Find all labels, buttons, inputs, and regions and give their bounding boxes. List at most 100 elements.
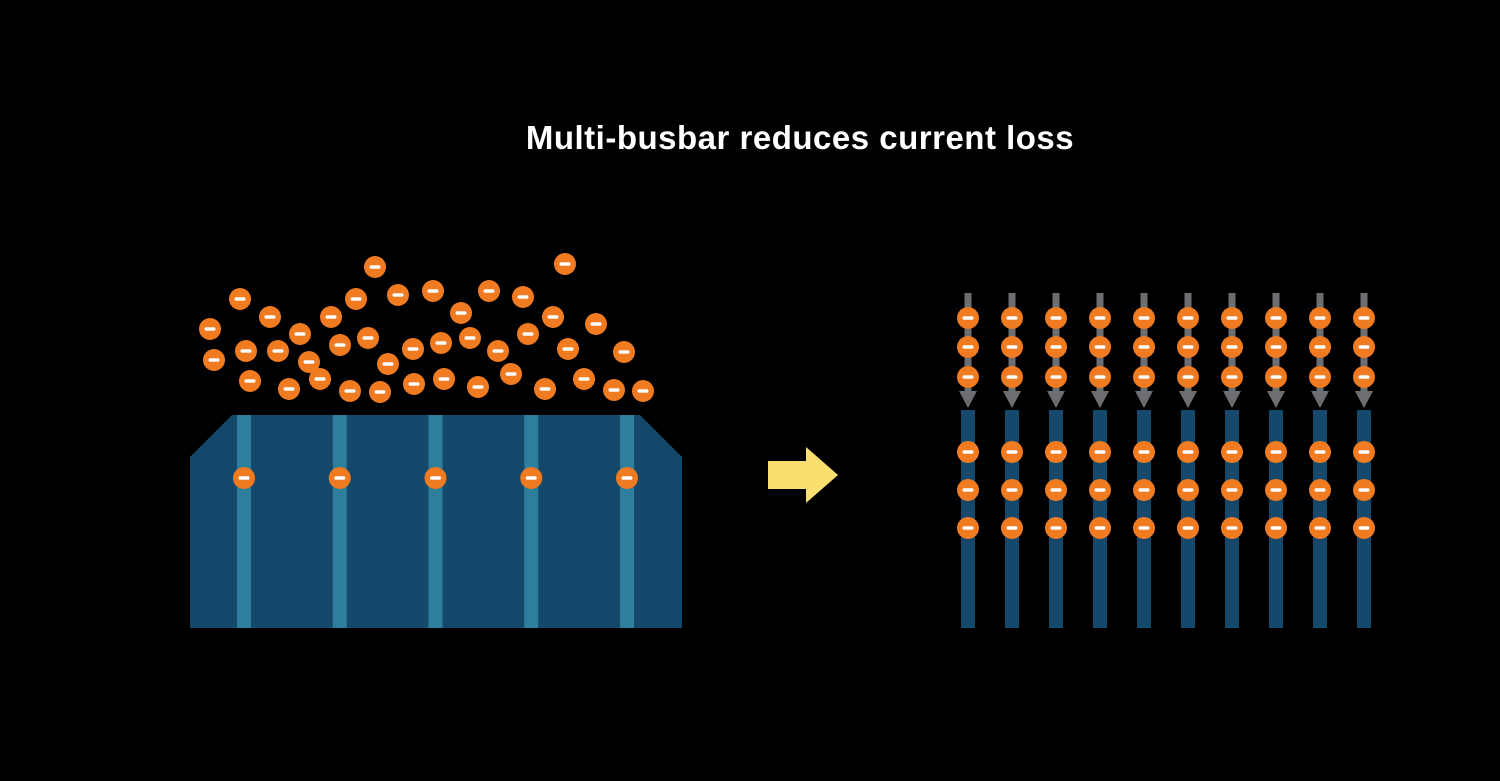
minus-glyph — [1094, 345, 1106, 349]
minus-glyph — [1050, 526, 1062, 530]
electron-icon — [957, 336, 979, 358]
minus-glyph — [492, 349, 504, 353]
minus-glyph — [1138, 526, 1150, 530]
minus-glyph — [1314, 526, 1326, 530]
electron-icon — [424, 467, 447, 489]
minus-glyph — [1182, 526, 1194, 530]
down-arrow-head-icon — [959, 391, 977, 408]
electron-icon — [1221, 441, 1243, 463]
busbar-stripe — [524, 415, 539, 628]
minus-glyph — [1094, 316, 1106, 320]
electron-icon — [1221, 517, 1243, 539]
electron-icon — [557, 338, 579, 360]
minus-glyph — [608, 388, 620, 392]
electron-icon — [1177, 366, 1199, 388]
electron-icon — [467, 376, 489, 398]
busbar-column — [957, 293, 979, 628]
minus-glyph — [407, 347, 419, 351]
minus-glyph — [1050, 375, 1062, 379]
electron-icon — [1001, 517, 1023, 539]
minus-glyph — [1270, 526, 1282, 530]
minus-glyph — [590, 322, 602, 326]
electron-icon — [1133, 517, 1155, 539]
minus-glyph — [240, 349, 252, 353]
minus-glyph — [1006, 488, 1018, 492]
minus-glyph — [303, 360, 315, 364]
minus-glyph — [1226, 316, 1238, 320]
minus-glyph — [1314, 488, 1326, 492]
electron-icon — [199, 318, 221, 340]
electron-icon — [377, 353, 399, 375]
busbar-column — [1265, 293, 1287, 628]
electron-icon — [430, 332, 452, 354]
minus-glyph — [234, 297, 246, 301]
minus-glyph — [962, 375, 974, 379]
electron-icon — [1133, 336, 1155, 358]
minus-glyph — [522, 332, 534, 336]
electron-icon — [1221, 479, 1243, 501]
electron-icon — [402, 338, 424, 360]
minus-glyph — [539, 387, 551, 391]
busbar-stripe — [620, 415, 634, 628]
electron-icon — [1265, 366, 1287, 388]
electron-icon — [1089, 479, 1111, 501]
minus-glyph — [238, 476, 250, 480]
electron-icon — [1133, 307, 1155, 329]
electron-icon — [1309, 366, 1331, 388]
minus-glyph — [334, 343, 346, 347]
electron-icon — [632, 380, 654, 402]
minus-glyph — [1226, 375, 1238, 379]
down-arrow-head-icon — [1047, 391, 1065, 408]
electron-icon — [603, 379, 625, 401]
minus-glyph — [517, 295, 529, 299]
electron-icon — [1221, 336, 1243, 358]
minus-glyph — [1050, 450, 1062, 454]
electron-icon — [1045, 366, 1067, 388]
minus-glyph — [1358, 375, 1370, 379]
minus-glyph — [1314, 375, 1326, 379]
minus-glyph — [1138, 450, 1150, 454]
minus-glyph — [618, 350, 630, 354]
minus-glyph — [334, 476, 346, 480]
electron-icon — [1089, 336, 1111, 358]
electron-icon — [1353, 366, 1375, 388]
minus-glyph — [1050, 488, 1062, 492]
minus-glyph — [1314, 450, 1326, 454]
electron-icon — [1177, 307, 1199, 329]
minus-glyph — [344, 389, 356, 393]
minus-glyph — [525, 476, 537, 480]
minus-glyph — [1270, 345, 1282, 349]
down-arrow-head-icon — [1135, 391, 1153, 408]
electron-icon — [239, 370, 261, 392]
electron-icon — [573, 368, 595, 390]
electron-icon — [1309, 479, 1331, 501]
minus-glyph — [325, 315, 337, 319]
electron-icon — [1309, 517, 1331, 539]
electron-icon — [1177, 336, 1199, 358]
minus-glyph — [1138, 375, 1150, 379]
minus-glyph — [1314, 345, 1326, 349]
minus-glyph — [962, 345, 974, 349]
minus-glyph — [1226, 450, 1238, 454]
electron-icon — [1001, 366, 1023, 388]
electron-icon — [339, 380, 361, 402]
electron-icon — [554, 253, 576, 275]
minus-glyph — [578, 377, 590, 381]
electron-icon — [1353, 336, 1375, 358]
minus-glyph — [362, 336, 374, 340]
page-title: Multi-busbar reduces current loss — [525, 119, 1075, 156]
minus-glyph — [369, 265, 381, 269]
minus-glyph — [408, 382, 420, 386]
electron-icon — [1177, 441, 1199, 463]
minus-glyph — [962, 316, 974, 320]
minus-glyph — [547, 315, 559, 319]
minus-glyph — [392, 293, 404, 297]
minus-glyph — [1182, 450, 1194, 454]
minus-glyph — [435, 341, 447, 345]
minus-glyph — [382, 362, 394, 366]
minus-glyph — [621, 476, 633, 480]
busbar-column — [1133, 293, 1155, 628]
electron-icon — [1177, 517, 1199, 539]
minus-glyph — [472, 385, 484, 389]
